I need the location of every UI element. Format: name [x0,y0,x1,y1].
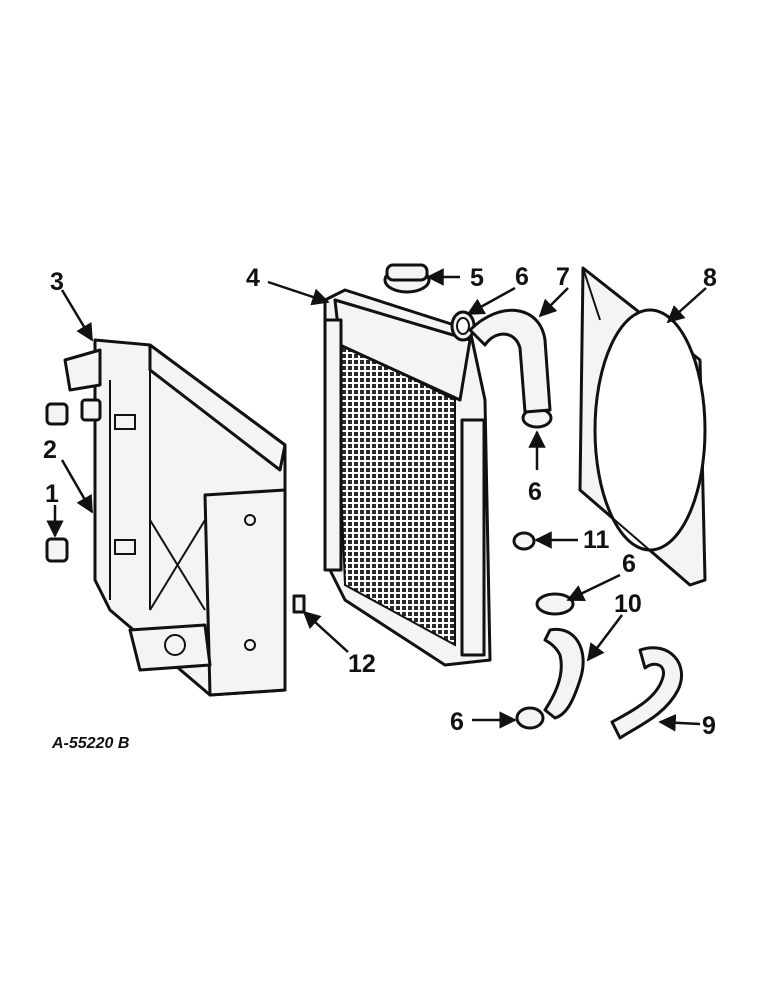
upper-hose [468,308,552,414]
drain-fitting [512,531,536,551]
callout-6-lower: 6 [450,708,464,736]
bypass-hose [610,646,684,740]
callout-10: 10 [614,590,642,618]
callout-11: 11 [583,526,610,554]
seal-pad-1 [45,537,69,563]
callout-8: 8 [703,264,717,292]
callout-6-upper: 6 [515,263,529,291]
callout-3: 3 [50,268,64,296]
mounting-bolt [292,594,306,614]
lower-hose [543,627,585,720]
seal-pad-2 [45,398,102,426]
callout-4: 4 [246,264,260,292]
callout-6-hose-lower: 6 [528,478,542,506]
radiator-support-frame [63,338,287,697]
leader-lines [46,268,707,732]
figure-id: A-55220 B [51,735,129,752]
callout-12: 12 [348,650,376,678]
callout-1: 1 [45,480,59,508]
radiator-core [323,288,492,667]
callout-9: 9 [702,712,716,740]
callout-5: 5 [470,264,484,292]
callout-6-right: 6 [622,550,636,578]
fan-shroud [578,266,707,587]
callout-2: 2 [43,436,57,464]
callout-7: 7 [556,263,570,291]
hose-clamp-upper-left [450,310,476,342]
radiator-cap [383,263,431,294]
hose-clamp-lower-left [515,706,545,730]
hose-clamp-lower-right [535,592,575,616]
